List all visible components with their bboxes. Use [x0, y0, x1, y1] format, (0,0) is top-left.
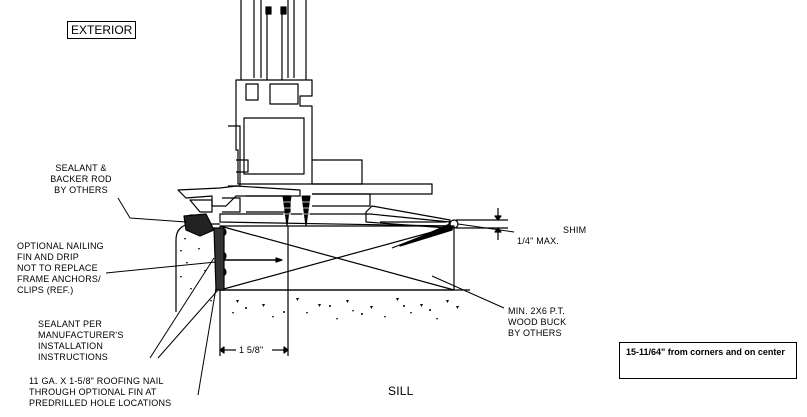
glass-frame-head	[240, 0, 307, 80]
dim-one-five-eighths	[219, 290, 289, 356]
shim-label: SHIM	[563, 225, 587, 235]
roofing-nail-label: 11 GA. X 1-5/8" ROOFING NAIL THROUGH OPT…	[29, 376, 172, 408]
sealant-per-label: SEALANT PER MANUFACTURER'S INSTALLATION …	[38, 319, 124, 362]
quarter-max-label: 1/4" MAX.	[517, 236, 560, 246]
dim-quarter-max	[456, 208, 508, 240]
interior-trim	[312, 159, 433, 207]
sash-profile	[228, 79, 313, 187]
sealant-backer-label: SEALANT & BACKER ROD BY OTHERS	[50, 163, 112, 195]
nailing-fin-label: OPTIONAL NAILING FIN AND DRIP NOT TO REP…	[17, 241, 104, 295]
dimension-label: 1 5/8"	[239, 345, 264, 355]
note-box: 15-11/64" from corners and on center	[619, 342, 797, 379]
concrete-stipple	[180, 238, 459, 320]
wood-buck-label: MIN. 2X6 P.T. WOOD BUCK BY OTHERS	[508, 306, 567, 338]
screws	[282, 195, 311, 227]
roofing-nail	[224, 257, 283, 263]
exterior-tag: EXTERIOR	[67, 21, 137, 39]
leader-lines	[105, 197, 515, 396]
sill-title: SILL	[388, 384, 414, 398]
wood-buck	[219, 225, 455, 291]
sealant-bead	[183, 213, 227, 291]
